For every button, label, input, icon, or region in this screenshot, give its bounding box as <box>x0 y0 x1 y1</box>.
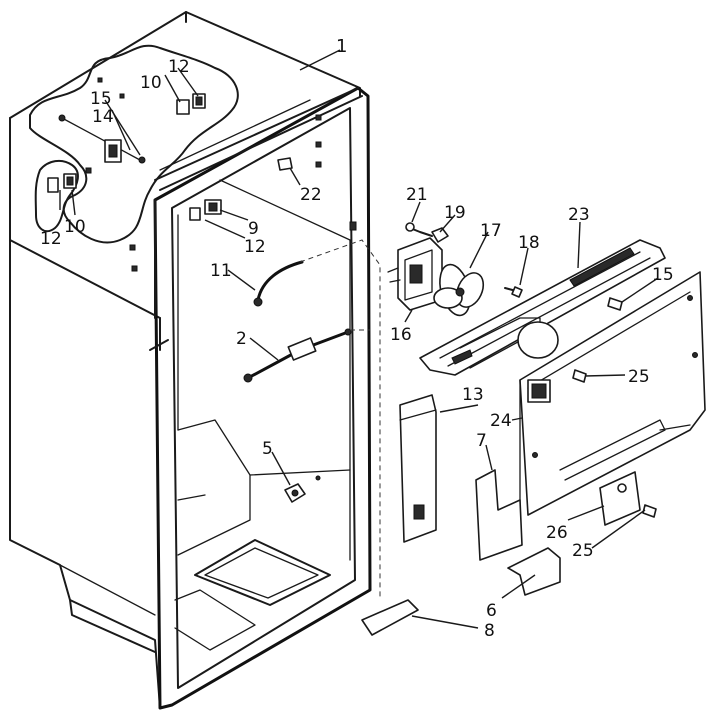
callout-7: 7 <box>476 431 487 451</box>
part-11-cable <box>256 260 304 302</box>
terminal-connectors <box>47 93 293 221</box>
callout-25-top: 25 <box>628 367 650 387</box>
callout-22: 22 <box>300 185 322 205</box>
callout-24: 24 <box>490 411 512 431</box>
callout-9: 9 <box>248 219 259 239</box>
fan-motor-assembly <box>387 222 523 317</box>
callout-25-bottom: 25 <box>572 541 594 561</box>
part-8-strip <box>361 599 419 636</box>
callout-26: 26 <box>546 523 568 543</box>
part-2-wire-harness <box>243 328 352 383</box>
callout-13: 13 <box>462 385 484 405</box>
callout-1: 1 <box>336 36 347 57</box>
callout-17: 17 <box>480 221 502 241</box>
part-6-clip <box>507 547 561 596</box>
callout-14: 14 <box>92 107 114 127</box>
cabinet-liner <box>9 11 372 710</box>
callout-12-top: 12 <box>168 57 190 77</box>
callout-6: 6 <box>486 601 497 621</box>
callout-18: 18 <box>518 233 540 253</box>
part-24-evaporator-cover <box>519 271 706 516</box>
callout-2: 2 <box>236 329 247 349</box>
part-5-connector <box>284 475 321 503</box>
callout-5: 5 <box>262 439 273 459</box>
callout-15-left: 15 <box>90 89 112 109</box>
part-13-duct <box>399 394 437 543</box>
leader-lines <box>59 49 659 629</box>
callout-labels: 1 12 10 15 14 12 10 22 9 12 11 2 5 21 19… <box>40 36 674 641</box>
callout-15-right: 15 <box>652 265 674 285</box>
callout-23: 23 <box>568 205 590 225</box>
callout-10-left: 10 <box>64 217 86 237</box>
part-26-bracket <box>599 471 657 526</box>
callout-16: 16 <box>390 325 412 345</box>
callout-19: 19 <box>444 203 466 223</box>
callout-21: 21 <box>406 185 428 205</box>
part-23-fan-shroud <box>419 239 666 376</box>
part-7-plate <box>475 469 523 561</box>
callout-10-top: 10 <box>140 73 162 93</box>
callout-8: 8 <box>484 621 495 641</box>
callout-12-mid: 12 <box>244 237 266 257</box>
top-wiring-harness <box>29 44 239 244</box>
callout-12-left: 12 <box>40 229 62 249</box>
callout-11: 11 <box>210 261 232 281</box>
